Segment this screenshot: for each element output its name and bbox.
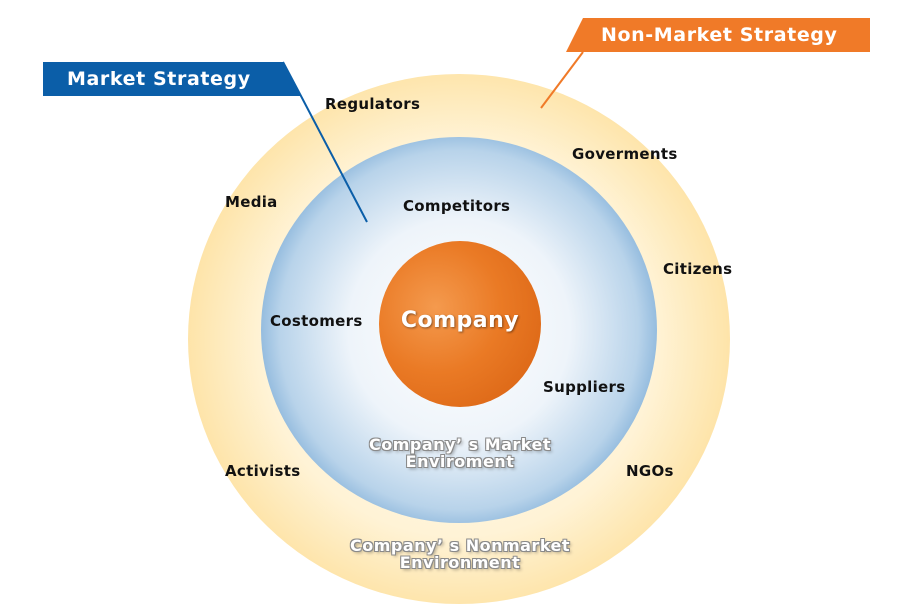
nonmarket-environment-line2: Environment — [399, 553, 521, 572]
suppliers-label: Suppliers — [543, 378, 626, 396]
nonmarket-environment-caption: Company’ s Nonmarket Environment — [290, 537, 630, 571]
market-strategy-banner: Market Strategy — [43, 62, 283, 96]
nonmarket-banner-tail — [566, 18, 583, 52]
nonmarket-strategy-banner: Non-Market Strategy — [583, 18, 870, 52]
ngos-label: NGOs — [626, 462, 674, 480]
company-core-circle — [379, 241, 541, 407]
customers-label: Costomers — [270, 312, 363, 330]
market-banner-tail — [283, 62, 301, 96]
governments-label: Goverments — [572, 145, 678, 163]
citizens-label: Citizens — [663, 260, 733, 278]
company-label: Company — [400, 308, 520, 333]
activists-label: Activists — [225, 462, 301, 480]
market-environment-caption: Company’ s Market Enviroment — [310, 436, 610, 470]
market-environment-line2: Enviroment — [405, 452, 515, 471]
nonmarket-environment-line1: Company’ s Nonmarket — [349, 536, 571, 555]
nonmarket-strategy-leader — [540, 51, 584, 109]
market-environment-line1: Company’ s Market — [368, 435, 552, 454]
regulators-label: Regulators — [325, 95, 421, 113]
media-label: Media — [225, 193, 278, 211]
competitors-label: Competitors — [403, 197, 511, 215]
